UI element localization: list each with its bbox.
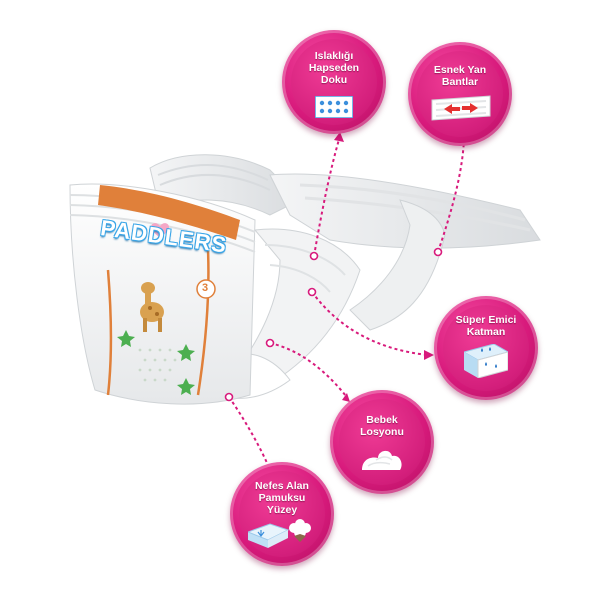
size-number: 3 xyxy=(202,282,209,294)
feature-label-wetness: Islaklığı Hapseden Doku xyxy=(308,50,360,86)
absorbent-grid-icon xyxy=(315,96,353,118)
feature-badge-wetness: Islaklığı Hapseden Doku xyxy=(282,30,386,134)
elastic-side-band xyxy=(349,199,446,331)
decorative-stars xyxy=(117,330,195,395)
absorbent-core xyxy=(229,228,361,396)
feature-badge-elastic: Esnek Yan Bantlar xyxy=(408,42,512,146)
feature-badge-cotton: Nefes Alan Pamuksu Yüzey xyxy=(230,462,334,566)
lotion-cream-icon xyxy=(362,450,402,470)
cotton-flower-icon xyxy=(248,519,311,548)
heart-icon xyxy=(150,223,170,238)
feature-label-cotton: Nefes Alan Pamuksu Yüzey xyxy=(255,480,309,516)
feature-label-lotion: Bebek Losyonu xyxy=(360,414,404,438)
front-panel xyxy=(69,183,256,405)
absorbent-layer-icon xyxy=(464,344,508,378)
feature-label-elastic: Esnek Yan Bantlar xyxy=(433,64,487,88)
feature-label-absorbent: Süper Emici Katman xyxy=(455,314,517,338)
size-badge xyxy=(196,279,216,299)
feature-badge-lotion: Bebek Losyonu xyxy=(330,390,434,494)
landing-zone-band xyxy=(98,185,240,240)
stretch-arrows-icon xyxy=(431,95,491,121)
giraffe-illustration xyxy=(140,282,164,332)
feature-badge-absorbent: Süper Emici Katman xyxy=(434,296,538,400)
